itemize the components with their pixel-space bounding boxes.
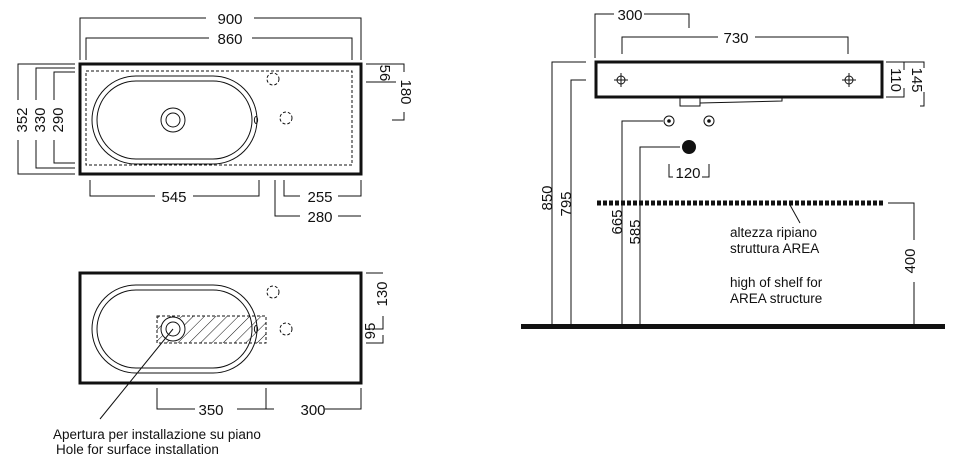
dim-300-bottom: 300 bbox=[300, 402, 325, 419]
dim-280: 280 bbox=[307, 209, 332, 226]
dim-730: 730 bbox=[723, 30, 748, 47]
tap-hole-b2 bbox=[279, 322, 293, 336]
dim-line-145 bbox=[904, 61, 925, 107]
dim-545: 545 bbox=[161, 189, 186, 206]
dim-line-795 bbox=[570, 79, 586, 325]
shelf-label-en-1: high of shelf for bbox=[730, 275, 823, 290]
dim-line-180 bbox=[392, 63, 405, 121]
dim-290: 290 bbox=[50, 107, 67, 132]
tap-hole-2 bbox=[279, 111, 293, 125]
shelf-label-it-2: struttura AREA bbox=[730, 241, 819, 256]
dim-line-300-side bbox=[594, 13, 690, 58]
bottom-view: Apertura per installazione su piano Hole… bbox=[53, 271, 391, 457]
dim-line-585 bbox=[639, 146, 680, 325]
dim-330: 330 bbox=[32, 107, 49, 132]
dim-line-850 bbox=[551, 61, 586, 325]
drain-trap-line bbox=[699, 96, 783, 104]
basin-side-profile bbox=[594, 60, 884, 99]
dim-line-95 bbox=[366, 335, 384, 344]
floor-line bbox=[521, 324, 945, 329]
note-english: Hole for surface installation bbox=[56, 442, 219, 457]
tap-hole-1 bbox=[266, 72, 280, 86]
dim-line-280 bbox=[274, 180, 361, 217]
dim-line-255 bbox=[283, 180, 362, 197]
dim-line-290 bbox=[53, 71, 75, 164]
water-inlet-right bbox=[703, 115, 715, 127]
inner-dashed-outline bbox=[85, 70, 353, 166]
note-italian: Apertura per installazione su piano bbox=[53, 427, 261, 442]
dim-300-side: 300 bbox=[617, 7, 642, 24]
dim-line-860 bbox=[85, 37, 353, 60]
dim-line-665 bbox=[621, 120, 663, 325]
cutout-outline bbox=[156, 315, 267, 344]
drain-outer bbox=[160, 107, 186, 133]
dim-line-350-300 bbox=[156, 388, 362, 410]
dim-400: 400 bbox=[902, 248, 919, 273]
drain-pipe bbox=[679, 96, 701, 107]
dim-145: 145 bbox=[908, 67, 925, 92]
dim-900: 900 bbox=[217, 11, 242, 28]
dim-line-400 bbox=[888, 202, 915, 325]
dim-56: 56 bbox=[376, 65, 393, 82]
dim-350: 350 bbox=[198, 402, 223, 419]
note-leader bbox=[99, 328, 174, 420]
shelf-label-en-2: AREA structure bbox=[730, 291, 822, 306]
dim-line-900 bbox=[79, 17, 362, 60]
dim-850: 850 bbox=[539, 185, 556, 210]
dim-180: 180 bbox=[397, 79, 414, 104]
bowl-inner-top bbox=[96, 80, 253, 160]
dim-665: 665 bbox=[609, 209, 626, 234]
top-view: 900 860 545 255 280 352 330 290 56 180 bbox=[14, 11, 414, 226]
waste-outlet bbox=[682, 140, 696, 154]
dim-130: 130 bbox=[374, 281, 391, 306]
side-view: 300 730 110 145 120 850 795 bbox=[521, 7, 945, 329]
dim-585: 585 bbox=[627, 219, 644, 244]
dim-110: 110 bbox=[887, 68, 904, 92]
overflow-hole-bottom bbox=[253, 325, 259, 333]
dim-95: 95 bbox=[362, 323, 379, 340]
dim-line-330 bbox=[35, 67, 75, 169]
dim-795: 795 bbox=[558, 191, 575, 216]
dim-line-352 bbox=[17, 63, 75, 175]
dim-255: 255 bbox=[307, 189, 332, 206]
water-inlet-left bbox=[663, 115, 675, 127]
dim-352: 352 bbox=[14, 107, 31, 132]
shelf-label-it-1: altezza ripiano bbox=[730, 225, 817, 240]
bowl-outer-top bbox=[91, 75, 258, 165]
drain-inner-bottom bbox=[165, 321, 181, 337]
dim-860: 860 bbox=[217, 31, 242, 48]
dim-line-120 bbox=[668, 164, 710, 178]
dim-120: 120 bbox=[675, 165, 700, 182]
basin-outline-top bbox=[78, 62, 363, 176]
dim-line-130 bbox=[366, 272, 384, 330]
shelf-leader bbox=[789, 204, 801, 224]
dim-line-730 bbox=[621, 36, 849, 54]
drain-inner bbox=[165, 112, 181, 128]
basin-outline-bottom bbox=[78, 271, 363, 385]
dim-line-545 bbox=[89, 180, 260, 197]
overflow-hole bbox=[253, 116, 259, 124]
tap-hole-b1 bbox=[266, 285, 280, 299]
dim-line-56 bbox=[366, 63, 396, 83]
